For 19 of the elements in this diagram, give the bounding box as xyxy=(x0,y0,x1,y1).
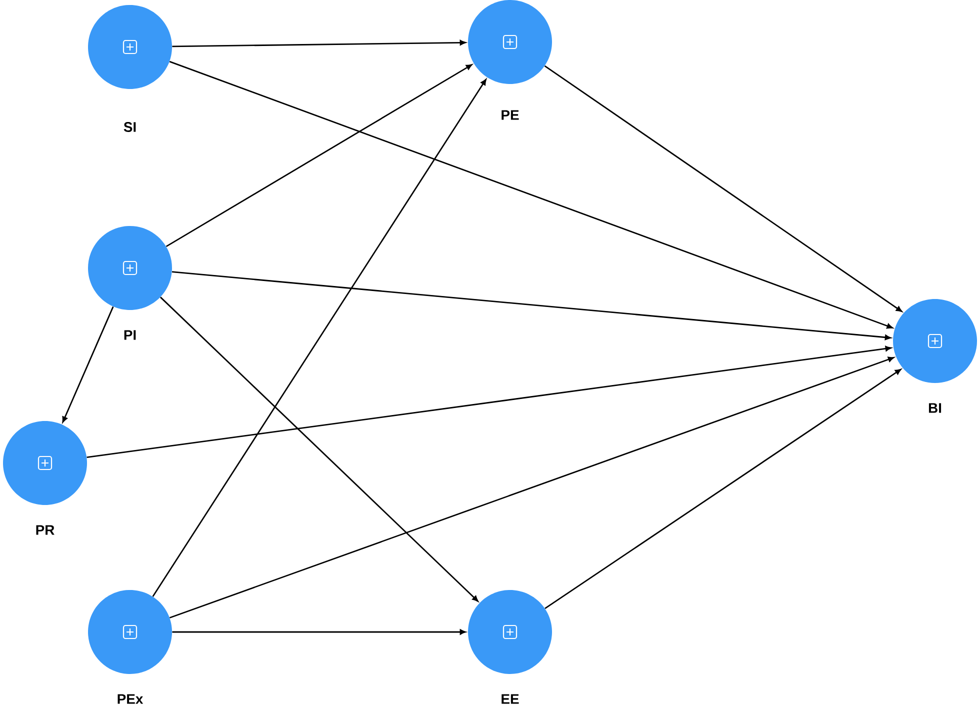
arrow xyxy=(544,65,902,312)
node-label: PR xyxy=(36,525,54,535)
arrow xyxy=(160,296,478,602)
arrow xyxy=(152,79,486,597)
arrow xyxy=(172,629,466,635)
node-label: EE xyxy=(502,694,519,704)
arrow xyxy=(169,60,893,329)
node-label: PEx xyxy=(118,694,144,704)
arrow xyxy=(86,346,892,458)
node-label: BI xyxy=(928,403,942,413)
node-label: PI xyxy=(124,330,136,340)
arrow xyxy=(169,356,894,618)
arrow xyxy=(172,271,891,340)
node-label: PE xyxy=(502,110,519,120)
arrow xyxy=(166,64,472,248)
arrow xyxy=(544,368,902,610)
node-label: SI xyxy=(124,122,136,132)
arrow xyxy=(172,40,466,48)
arrow xyxy=(62,306,114,423)
